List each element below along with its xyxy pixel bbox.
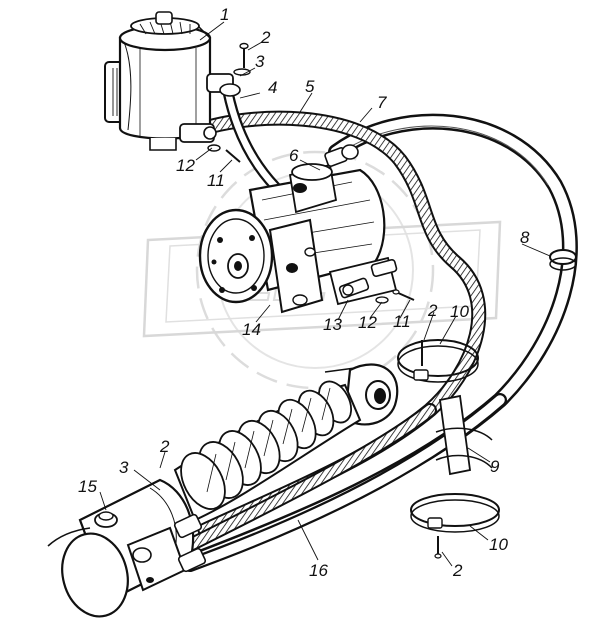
callout-3-top: 3 bbox=[255, 52, 265, 71]
callout-6: 6 bbox=[289, 146, 299, 165]
callout-12-top: 12 bbox=[176, 156, 195, 175]
dust-boot-bellows bbox=[173, 380, 362, 522]
callout-5: 5 bbox=[305, 77, 315, 96]
power-steering-pump bbox=[198, 144, 398, 314]
hose-lines bbox=[182, 86, 578, 572]
washer-12-pump bbox=[375, 296, 389, 304]
callout-13: 13 bbox=[323, 315, 342, 334]
callout-9: 9 bbox=[490, 457, 500, 476]
callout-11-pump: 11 bbox=[393, 312, 411, 331]
hose-bracket-9 bbox=[435, 394, 493, 476]
band-clamp-10-lower bbox=[410, 493, 500, 533]
washer-12-top bbox=[207, 144, 221, 152]
oil-reservoir bbox=[104, 11, 241, 151]
bolt-11-top bbox=[225, 149, 241, 163]
callout-12-pump: 12 bbox=[358, 313, 377, 332]
hose-clamp-8 bbox=[549, 249, 577, 271]
callout-11-top: 11 bbox=[207, 171, 225, 190]
callout-3-cylinder: 3 bbox=[119, 458, 129, 477]
callout-2-mid: 2 bbox=[428, 301, 438, 320]
callout-15: 15 bbox=[78, 477, 97, 496]
callout-2-lower: 2 bbox=[453, 561, 463, 580]
leader-lines bbox=[99, 21, 551, 567]
callout-2-cylinder: 2 bbox=[160, 437, 170, 456]
callout-10-lower: 10 bbox=[489, 535, 508, 554]
callout-14: 14 bbox=[242, 320, 261, 339]
band-clamp-10-upper bbox=[397, 339, 479, 383]
callout-10-upper: 10 bbox=[450, 302, 469, 321]
callout-1: 1 bbox=[220, 5, 230, 24]
power-cylinder bbox=[47, 363, 399, 618]
callout-2-top: 2 bbox=[261, 28, 271, 47]
bolt-2-lower bbox=[434, 536, 442, 559]
callout-8: 8 bbox=[520, 228, 530, 247]
callout-16: 16 bbox=[309, 561, 328, 580]
callout-4: 4 bbox=[268, 78, 278, 97]
bolt-2-top bbox=[233, 42, 251, 76]
bolt-11-pump bbox=[392, 289, 415, 301]
callout-7: 7 bbox=[377, 93, 387, 112]
